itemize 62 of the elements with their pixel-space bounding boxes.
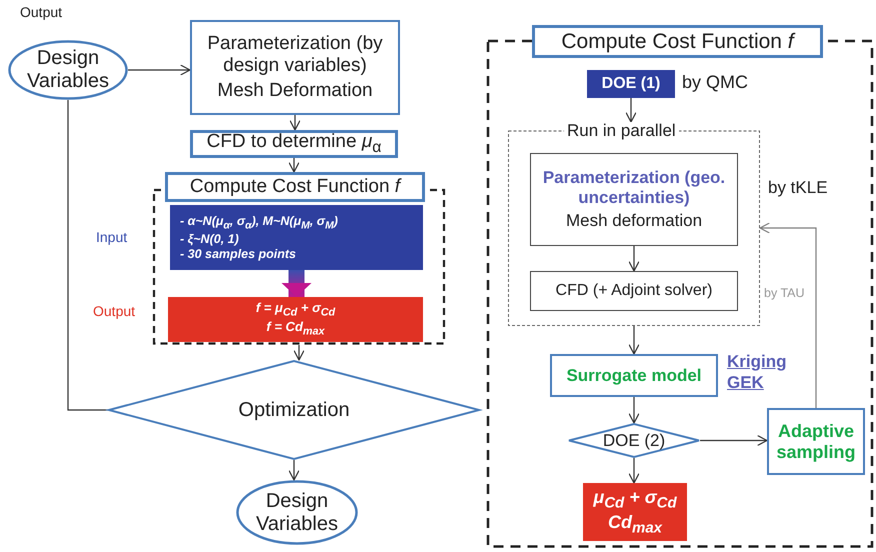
process-box	[550, 354, 718, 397]
arrow	[759, 222, 817, 408]
node-text: f = μ$_{Cd}$ + σ$_{Cd}$	[256, 301, 336, 320]
node-text: CFD to determine μ$_{α}$	[206, 131, 382, 157]
arrow	[293, 345, 305, 361]
node-text: - 30 samples points	[180, 246, 296, 262]
arrow	[628, 326, 640, 355]
decision-diamond	[568, 423, 700, 458]
process-box	[190, 20, 400, 115]
node-text: DOE (2)	[602, 430, 666, 450]
dashed-group	[153, 172, 445, 345]
node-text: Run in parallel	[564, 122, 679, 140]
filled-box	[168, 297, 423, 342]
side-label: Input	[96, 229, 128, 246]
node-text: DOE (1)	[602, 74, 660, 94]
node-text: Compute Cost Function f	[165, 172, 425, 202]
node-text: Compute Cost Function f	[532, 25, 823, 58]
dotted-group	[508, 122, 760, 326]
node-text: Design Variables	[26, 47, 110, 93]
arrow	[628, 397, 640, 424]
node-text: Parameterization (geo. uncertainties)	[542, 168, 726, 208]
annotation-label: by TAU	[764, 286, 805, 300]
side-label: GEK	[727, 373, 764, 393]
arrow	[288, 158, 300, 173]
block-arrow	[282, 270, 312, 297]
process-box	[530, 271, 738, 311]
process-box	[190, 130, 398, 158]
node-text: Parameterization (by design variables)	[206, 32, 384, 76]
side-label: Output	[93, 303, 136, 320]
node-text: Cd$_{max}$	[608, 512, 662, 537]
filled-box	[587, 70, 675, 98]
side-label: Output	[20, 4, 62, 20]
arrow	[625, 98, 637, 123]
side-label: Kriging	[727, 352, 786, 372]
arrow	[700, 434, 768, 446]
node-text: Mesh deformation	[566, 211, 702, 231]
node-text: Optimization	[238, 398, 350, 422]
dashed-group	[487, 25, 873, 548]
arrow	[628, 458, 640, 484]
process-box	[767, 408, 865, 475]
arrow	[288, 460, 300, 481]
arrow	[289, 115, 301, 131]
annotation-label: by tKLE	[768, 178, 828, 198]
arrow	[128, 64, 191, 76]
side-label: by QMC	[682, 72, 748, 93]
node-text: CFD (+ Adjoint solver)	[556, 282, 712, 300]
node-text: Surrogate model	[566, 366, 702, 386]
node-text: Adaptive sampling	[775, 420, 856, 462]
connector-line	[67, 100, 108, 411]
node-text: Mesh Deformation	[217, 80, 373, 102]
filled-box	[583, 483, 687, 541]
ellipse-node	[8, 40, 128, 100]
ellipse-node	[236, 480, 358, 545]
node-text: μ$_{Cd}$ + σ$_{Cd}$	[593, 487, 677, 512]
decision-diamond	[108, 360, 480, 460]
arrow	[628, 246, 640, 272]
node-text: Design Variables	[255, 490, 339, 536]
process-box	[530, 153, 738, 246]
filled-box	[170, 205, 423, 270]
node-text: f = Cd$_{max}$	[266, 320, 325, 338]
node-text: - α~N(μ$_{α}$, σ$_{α}$), M~N(μ$_{M}$, σ$_{M}$)	[180, 214, 338, 232]
node-text: - ξ~N(0, 1)	[180, 232, 239, 247]
